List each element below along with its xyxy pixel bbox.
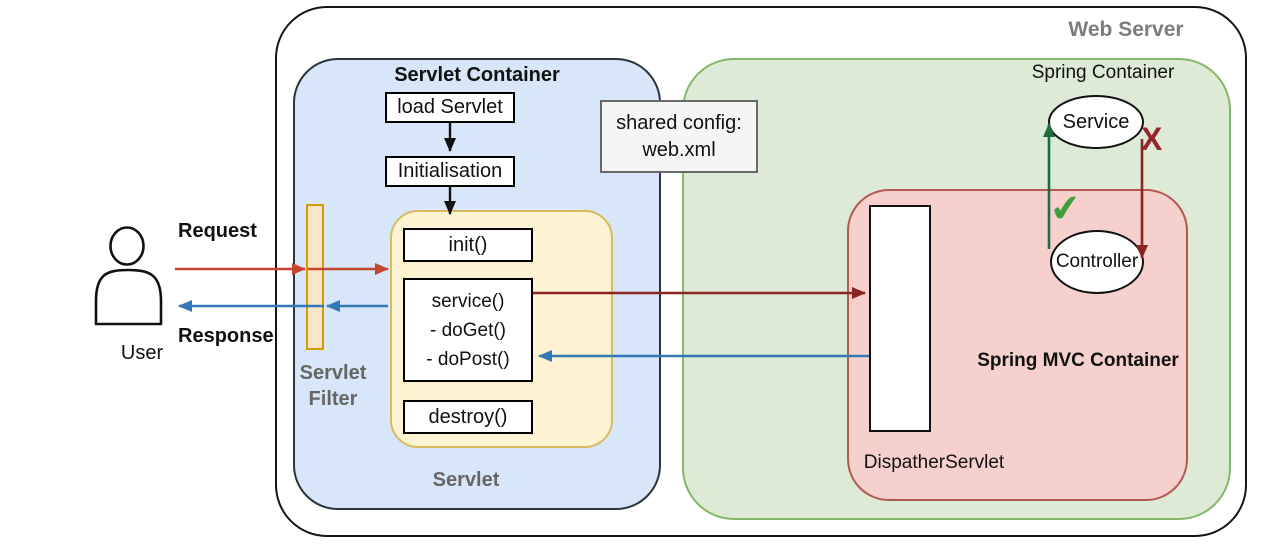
servlet-filter-label-line2: Filter	[308, 388, 358, 410]
initialisation-box: Initialisation	[385, 156, 515, 187]
servlet-filter-label-line1: Servlet	[299, 362, 367, 384]
web-server-title: Web Server	[1068, 18, 1184, 41]
shared-config-line1: shared config:	[616, 111, 742, 134]
cross-icon: X	[1141, 121, 1163, 157]
servlet-label: Servlet	[432, 469, 500, 491]
service-box-line2: - doGet()	[429, 319, 507, 341]
service-box-line3: - doPost()	[426, 348, 510, 370]
spring-mvc-container-title: Spring MVC Container	[977, 350, 1179, 371]
spring-container-title: Spring Container	[1031, 62, 1175, 83]
load-servlet-box: load Servlet	[385, 92, 515, 123]
dispatcher-servlet-rect	[869, 205, 931, 432]
request-label: Request	[178, 220, 257, 242]
servlet-container-title: Servlet Container	[394, 64, 560, 86]
dispatcher-servlet-label: DispatherServlet	[863, 452, 1005, 473]
user-label: User	[120, 342, 164, 364]
controller-bean: Controller	[1050, 230, 1144, 294]
init-box: init()	[403, 228, 533, 262]
destroy-box: destroy()	[403, 400, 533, 434]
shared-config-box: shared config: web.xml	[600, 100, 758, 173]
shared-config-line2: web.xml	[642, 138, 716, 161]
user-icon	[94, 226, 163, 326]
service-box-line1: service()	[431, 290, 505, 312]
servlet-filter-label: Servlet Filter	[292, 360, 374, 412]
check-icon: ✔	[1047, 185, 1084, 232]
service-box: service() - doGet() - doPost()	[403, 278, 533, 382]
response-label: Response	[178, 325, 274, 347]
service-bean: Service	[1048, 95, 1144, 149]
servlet-filter-bar	[306, 204, 324, 350]
